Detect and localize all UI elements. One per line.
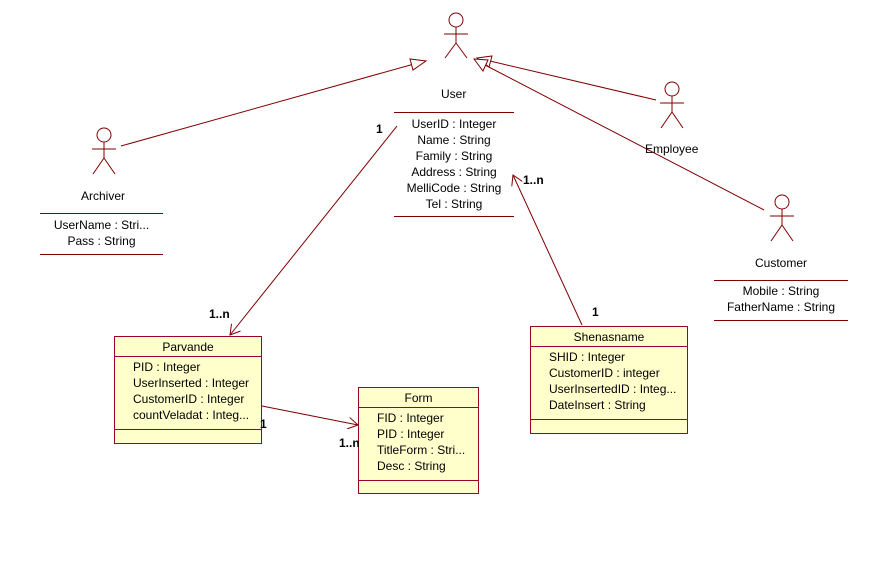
employee-actor-name: Employee xyxy=(645,142,699,156)
customer-attributes-top-divider xyxy=(714,280,848,281)
multiplicity-user-parvande-user-end: 1 xyxy=(376,122,383,136)
multiplicity-user-shenasname-shenasname-end: 1 xyxy=(592,305,599,319)
user-attributes-top-divider xyxy=(394,112,514,113)
archiver-attributes: UserName : Stri... Pass : String xyxy=(40,213,163,256)
user-attribute: UserID : Integer xyxy=(411,117,497,131)
employee-actor-icon[interactable] xyxy=(660,81,684,129)
archiver-attribute: Pass : String xyxy=(67,234,136,248)
customer-attribute: FatherName : String xyxy=(726,300,836,314)
user-attributes-bottom-divider xyxy=(394,216,514,217)
form-class[interactable]: Form FID : Integer PID : Integer TitleFo… xyxy=(358,387,479,494)
shenasname-class-name: Shenasname xyxy=(531,327,687,347)
multiplicity-user-shenasname-user-end: 1..n xyxy=(523,173,544,187)
user-attribute: Address : String xyxy=(411,165,497,179)
form-attribute: PID : Integer xyxy=(377,427,445,441)
archiver-actor-icon[interactable] xyxy=(92,127,116,175)
archiver-attribute-list: UserName : Stri... Pass : String xyxy=(40,217,163,249)
shenasname-attribute-list: SHID : Integer CustomerID : integer User… xyxy=(531,347,687,420)
shenasname-attribute: DateInsert : String xyxy=(549,398,646,412)
customer-actor-icon[interactable] xyxy=(770,194,794,242)
customer-attribute-list: Mobile : String FatherName : String xyxy=(714,283,848,315)
parvande-class-name: Parvande xyxy=(115,337,261,357)
multiplicity-user-parvande-parvande-end: 1..n xyxy=(209,307,230,321)
parvande-attribute: PID : Integer xyxy=(133,360,201,374)
shenasname-attribute: CustomerID : integer xyxy=(549,366,660,380)
user-actor-icon[interactable] xyxy=(444,12,468,59)
association-shenasname-user[interactable] xyxy=(513,175,583,326)
generalization-archiver-user[interactable] xyxy=(120,58,428,147)
form-class-name: Form xyxy=(359,388,478,408)
parvande-attribute: UserInserted : Integer xyxy=(133,376,250,390)
generalization-customer-user[interactable] xyxy=(472,58,765,211)
archiver-attributes-top-divider xyxy=(40,213,163,214)
parvande-attribute: countVeladat : Integ... xyxy=(133,408,250,422)
archiver-attributes-bottom-divider xyxy=(40,254,163,255)
generalization-employee-user[interactable] xyxy=(475,55,657,101)
archiver-attribute: UserName : Stri... xyxy=(53,218,150,232)
shenasname-attribute: SHID : Integer xyxy=(549,350,626,364)
shenasname-class[interactable]: Shenasname SHID : Integer CustomerID : i… xyxy=(530,326,688,434)
user-actor-name: User xyxy=(441,87,467,101)
customer-attributes: Mobile : String FatherName : String xyxy=(714,280,848,322)
parvande-attribute: CustomerID : Integer xyxy=(133,392,245,406)
user-attribute: Name : String xyxy=(417,133,491,147)
form-attribute: Desc : String xyxy=(377,459,446,473)
form-attribute: TitleForm : Stri... xyxy=(377,443,466,457)
user-attribute: Tel : String xyxy=(425,197,483,211)
customer-attributes-bottom-divider xyxy=(714,320,848,321)
form-attribute: FID : Integer xyxy=(377,411,444,425)
customer-attribute: Mobile : String xyxy=(742,284,820,298)
association-parvande-form[interactable] xyxy=(261,405,358,425)
association-user-parvande[interactable] xyxy=(230,125,398,335)
multiplicity-parvande-form-parvande-end: 1 xyxy=(260,417,267,431)
customer-actor-name: Customer xyxy=(755,256,808,270)
user-attribute-list: UserID : Integer Name : String Family : … xyxy=(394,116,514,212)
archiver-actor-name: Archiver xyxy=(81,189,126,203)
user-attribute: MelliCode : String xyxy=(406,181,502,195)
shenasname-attribute: UserInsertedID : Integ... xyxy=(549,382,677,396)
user-attribute: Family : String xyxy=(415,149,493,163)
multiplicity-parvande-form-form-end: 1..n xyxy=(339,436,360,450)
parvande-attribute-list: PID : Integer UserInserted : Integer Cus… xyxy=(115,357,261,430)
form-attribute-list: FID : Integer PID : Integer TitleForm : … xyxy=(359,408,478,481)
parvande-class[interactable]: Parvande PID : Integer UserInserted : In… xyxy=(114,336,262,444)
user-attributes: UserID : Integer Name : String Family : … xyxy=(394,112,514,218)
